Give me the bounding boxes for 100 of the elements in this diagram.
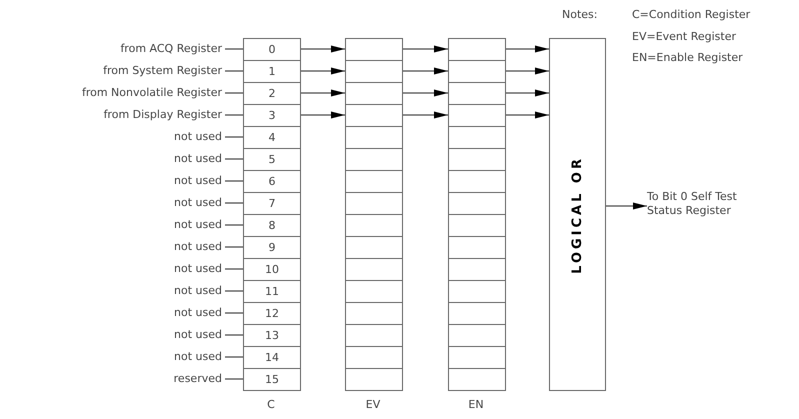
- register-cell: [345, 302, 403, 325]
- register-cell: [448, 60, 506, 83]
- bit-cell: 5: [243, 148, 301, 171]
- bit-cell: 7: [243, 192, 301, 215]
- input-label: not used: [60, 346, 222, 368]
- input-label: not used: [60, 258, 222, 280]
- connector-line: [224, 180, 244, 182]
- arrow: [300, 68, 346, 74]
- column-label: EN: [467, 398, 485, 412]
- register-cell: [345, 324, 403, 347]
- register-cell: [345, 148, 403, 171]
- bit-cell: 15: [243, 368, 301, 391]
- register-cell: [448, 104, 506, 127]
- register-cell: [448, 126, 506, 149]
- bit-cell: 2: [243, 82, 301, 105]
- arrow: [300, 112, 346, 118]
- register-cell: [448, 280, 506, 303]
- arrow: [402, 90, 448, 96]
- bit-cell: 0: [243, 38, 301, 61]
- bit-cell: 4: [243, 126, 301, 149]
- register-cell: [448, 148, 506, 171]
- arrow: [300, 90, 346, 96]
- register-cell: [345, 236, 403, 259]
- output-label: To Bit 0 Self Test Status Register: [647, 190, 772, 234]
- bit-cell: 14: [243, 346, 301, 369]
- connector-line: [224, 268, 244, 270]
- logic-gate-box: [549, 38, 606, 391]
- register-cell: [448, 192, 506, 215]
- arrow: [402, 112, 448, 118]
- bit-cell: 6: [243, 170, 301, 193]
- bit-cell: 9: [243, 236, 301, 259]
- register-cell: [345, 38, 403, 61]
- register-cell: [448, 38, 506, 61]
- connector-line: [224, 290, 244, 292]
- register-cell: [448, 346, 506, 369]
- bit-cell: 13: [243, 324, 301, 347]
- input-label: reserved: [60, 368, 222, 390]
- input-label: not used: [60, 126, 222, 148]
- note-text: EN=Enable Register: [632, 51, 743, 65]
- input-label: not used: [60, 214, 222, 236]
- gate-label: LOGICAL OR: [570, 156, 585, 274]
- register-cell: [345, 280, 403, 303]
- register-cell: [345, 346, 403, 369]
- connector-line: [224, 312, 244, 314]
- connector-line: [224, 356, 244, 358]
- register-cell: [345, 82, 403, 105]
- bit-cell: 8: [243, 214, 301, 237]
- arrow: [506, 112, 550, 118]
- column-label: C: [266, 398, 276, 412]
- register-cell: [448, 170, 506, 193]
- connector-line: [224, 202, 244, 204]
- input-label: from ACQ Register: [60, 38, 222, 60]
- register-cell: [345, 126, 403, 149]
- arrow: [506, 46, 550, 52]
- connector-line: [224, 158, 244, 160]
- input-label: from System Register: [60, 60, 222, 82]
- register-cell: [448, 214, 506, 237]
- input-label: not used: [60, 280, 222, 302]
- arrow: [402, 46, 448, 52]
- bit-cell: 1: [243, 60, 301, 83]
- notes-heading: Notes:: [562, 8, 598, 22]
- connector-line: [224, 48, 244, 50]
- register-cell: [345, 170, 403, 193]
- connector-line: [224, 334, 244, 336]
- register-cell: [448, 324, 506, 347]
- register-cell: [448, 368, 506, 391]
- bit-cell: 11: [243, 280, 301, 303]
- bit-cell: 3: [243, 104, 301, 127]
- note-text: EV=Event Register: [632, 30, 736, 44]
- bit-cell: 12: [243, 302, 301, 325]
- input-label: from Nonvolatile Register: [60, 82, 222, 104]
- register-cell: [345, 104, 403, 127]
- register-cell: [448, 236, 506, 259]
- register-cell: [345, 258, 403, 281]
- register-cell: [345, 192, 403, 215]
- input-label: not used: [60, 236, 222, 258]
- column-label: EV: [364, 398, 382, 412]
- bit-cell: 10: [243, 258, 301, 281]
- register-cell: [345, 368, 403, 391]
- arrow: [402, 68, 448, 74]
- register-cell: [448, 82, 506, 105]
- register-cell: [345, 214, 403, 237]
- connector-line: [224, 136, 244, 138]
- connector-line: [224, 224, 244, 226]
- arrow: [300, 46, 346, 52]
- note-text: C=Condition Register: [632, 8, 750, 22]
- input-label: not used: [60, 148, 222, 170]
- register-cell: [345, 60, 403, 83]
- connector-line: [224, 92, 244, 94]
- connector-line: [224, 114, 244, 116]
- input-label: not used: [60, 302, 222, 324]
- input-label: not used: [60, 170, 222, 192]
- input-label: not used: [60, 324, 222, 346]
- connector-line: [224, 246, 244, 248]
- input-label: from Display Register: [60, 104, 222, 126]
- register-cell: [448, 258, 506, 281]
- arrow: [506, 90, 550, 96]
- connector-line: [224, 70, 244, 72]
- input-label: not used: [60, 192, 222, 214]
- connector-line: [224, 378, 244, 380]
